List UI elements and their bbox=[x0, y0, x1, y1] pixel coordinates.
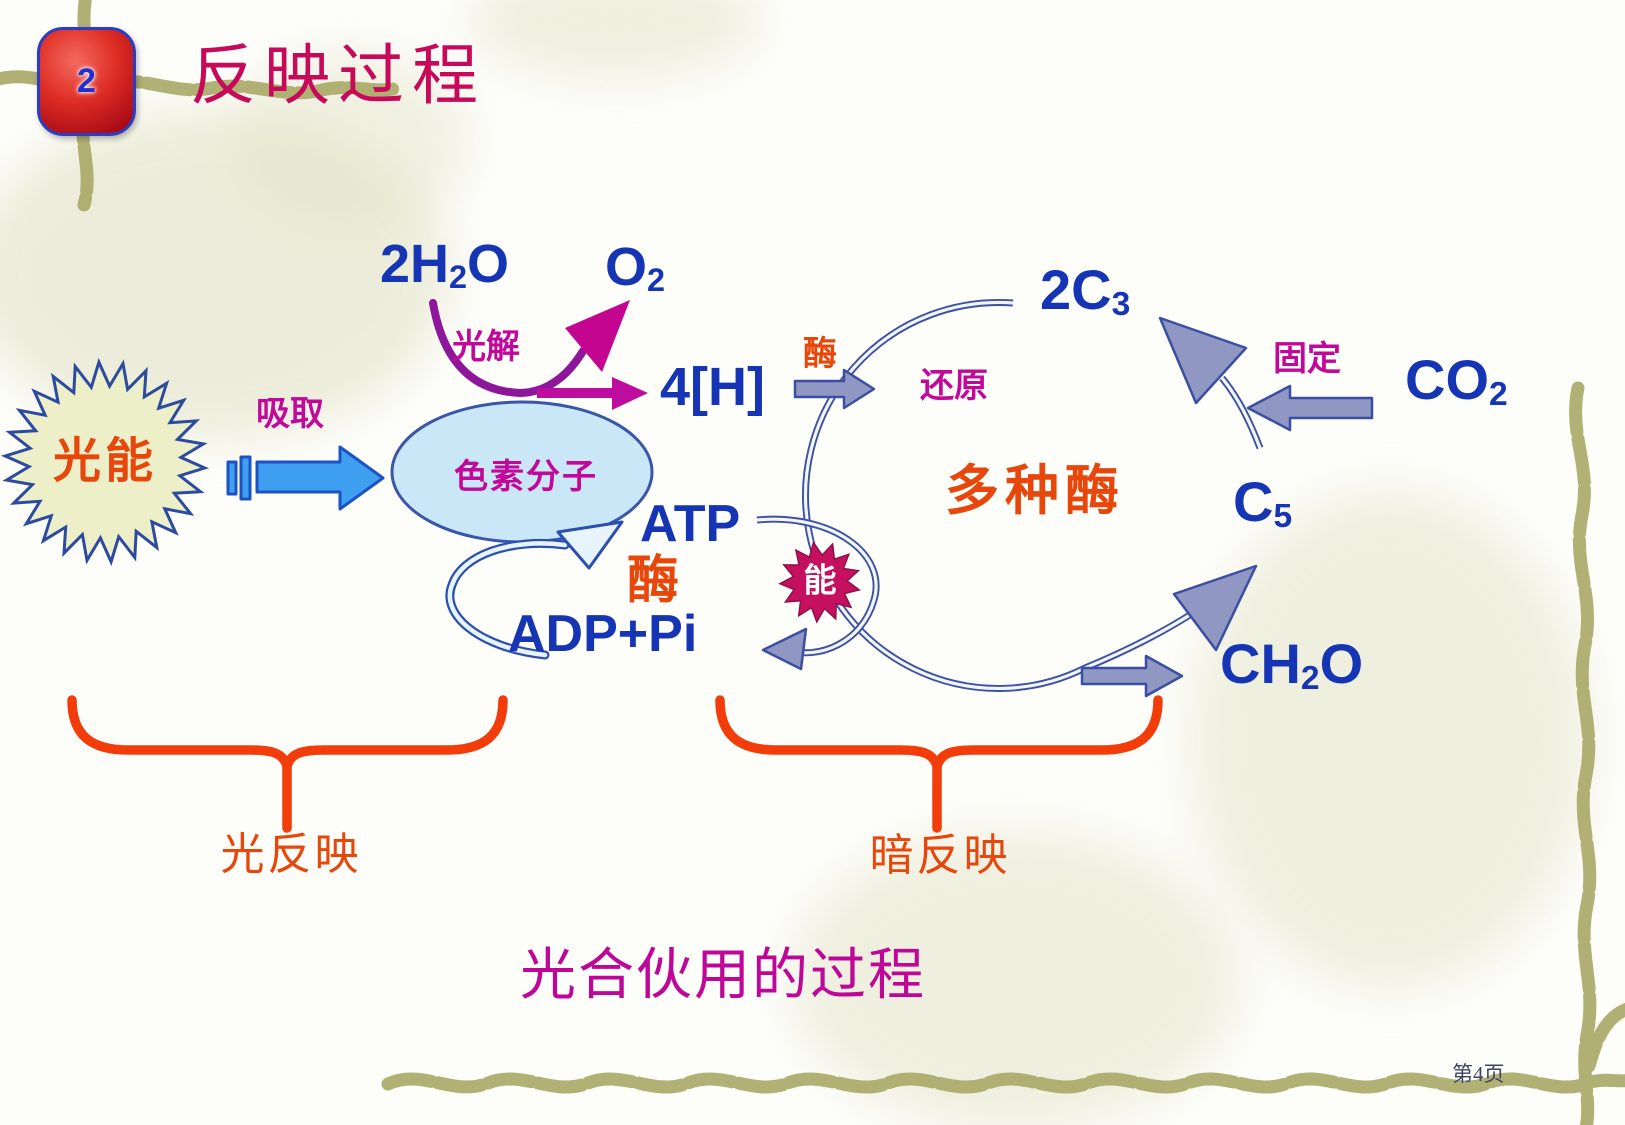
ch2o-tail: O bbox=[1319, 632, 1364, 695]
fixation-label: 固定 bbox=[1273, 341, 1341, 378]
co2-main: CO bbox=[1405, 348, 1489, 411]
oxygen-main: O bbox=[605, 237, 648, 297]
c3-formula: 2C3 bbox=[1040, 262, 1130, 322]
ch2o-main: CH bbox=[1220, 632, 1301, 695]
watermark-top-left-2 bbox=[230, 50, 470, 230]
reduction-label: 还原 bbox=[920, 368, 988, 405]
oxygen-sub: 2 bbox=[647, 261, 666, 298]
water-tail: O bbox=[467, 234, 510, 294]
c3-main: 2C bbox=[1040, 258, 1112, 321]
dark-reaction-label: 暗反映 bbox=[869, 831, 1011, 880]
oxygen-arrowhead bbox=[565, 300, 630, 372]
light-arrow-bar-1 bbox=[226, 460, 238, 496]
footer-caption: 光合伙用的过程 bbox=[520, 945, 926, 1007]
adp-atp-curve-inner bbox=[447, 541, 568, 658]
adp-formula: ADP+Pi bbox=[508, 605, 698, 663]
water-formula: 2H2O bbox=[380, 237, 509, 293]
absorb-label: 吸取 bbox=[256, 396, 324, 433]
atp-energy-curve-inner bbox=[756, 517, 878, 655]
ch2o-arrow bbox=[1080, 654, 1184, 698]
vine-bottom-horizontal bbox=[381, 1072, 1625, 1094]
light-arrow-bar-2 bbox=[239, 455, 252, 501]
atp-arrowhead bbox=[556, 520, 624, 570]
ch2o-formula: CH2O bbox=[1220, 636, 1363, 696]
fixation-curve-inner bbox=[1220, 376, 1262, 449]
vine-corner-branch bbox=[1582, 1003, 1625, 1073]
page-title: 反映过程 bbox=[190, 40, 486, 113]
hydrogen-enzyme-arrow bbox=[793, 368, 876, 410]
enzyme-label-large: 酶 bbox=[627, 553, 680, 610]
page-number: 第4页 bbox=[1452, 1062, 1505, 1086]
pigment-molecule-label: 色素分子 bbox=[454, 459, 598, 496]
multiple-enzymes-label: 多种酶 bbox=[945, 461, 1125, 521]
c3-sub: 3 bbox=[1111, 286, 1131, 324]
light-arrow bbox=[255, 445, 385, 511]
c3-arrowhead bbox=[1158, 316, 1248, 405]
light-energy-label: 光能 bbox=[52, 435, 158, 488]
water-sub: 2 bbox=[449, 258, 468, 295]
adp-arrowhead bbox=[761, 627, 808, 671]
co2-arrow bbox=[1246, 384, 1374, 432]
atp-formula: ATP bbox=[640, 495, 741, 553]
watermark-right bbox=[1190, 490, 1590, 990]
hydrogen-formula: 4[H] bbox=[660, 357, 765, 417]
dark-reaction-brace bbox=[715, 695, 1163, 783]
energy-label: 能 bbox=[803, 563, 837, 600]
c5-sub: 5 bbox=[1273, 498, 1293, 536]
energy-starburst bbox=[778, 540, 861, 624]
hydrogen-arrow-magenta bbox=[537, 377, 648, 410]
water-main: 2H bbox=[380, 234, 450, 294]
light-reaction-label: 光反映 bbox=[220, 830, 362, 879]
light-energy-starburst bbox=[0, 357, 210, 567]
vine-right-vertical bbox=[1569, 381, 1597, 1125]
slide-number-badge: 2 bbox=[37, 27, 136, 136]
c5-arrowhead bbox=[1172, 564, 1258, 652]
slide-number: 2 bbox=[77, 62, 96, 100]
co2-sub: 2 bbox=[1489, 376, 1508, 414]
c5-formula: C5 bbox=[1233, 474, 1292, 534]
oxygen-formula: O2 bbox=[605, 240, 665, 296]
c5-main: C bbox=[1233, 470, 1274, 533]
ch2o-sub: 2 bbox=[1300, 660, 1320, 698]
photolysis-curve bbox=[429, 299, 587, 398]
co2-formula: CO2 bbox=[1405, 352, 1508, 412]
enzyme-label-small: 酶 bbox=[803, 336, 837, 373]
light-reaction-brace bbox=[67, 695, 508, 783]
photolysis-label: 光解 bbox=[452, 329, 520, 366]
